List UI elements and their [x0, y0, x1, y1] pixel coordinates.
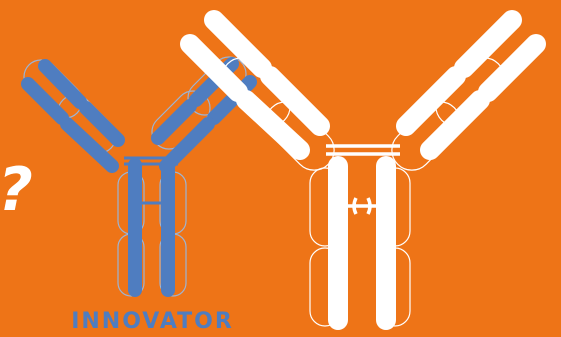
innovator-label: INNOVATOR	[70, 309, 235, 334]
question-mark: ?	[0, 160, 33, 220]
second-antibody-icon	[190, 20, 536, 326]
innovator-antibody-icon	[17, 50, 253, 296]
